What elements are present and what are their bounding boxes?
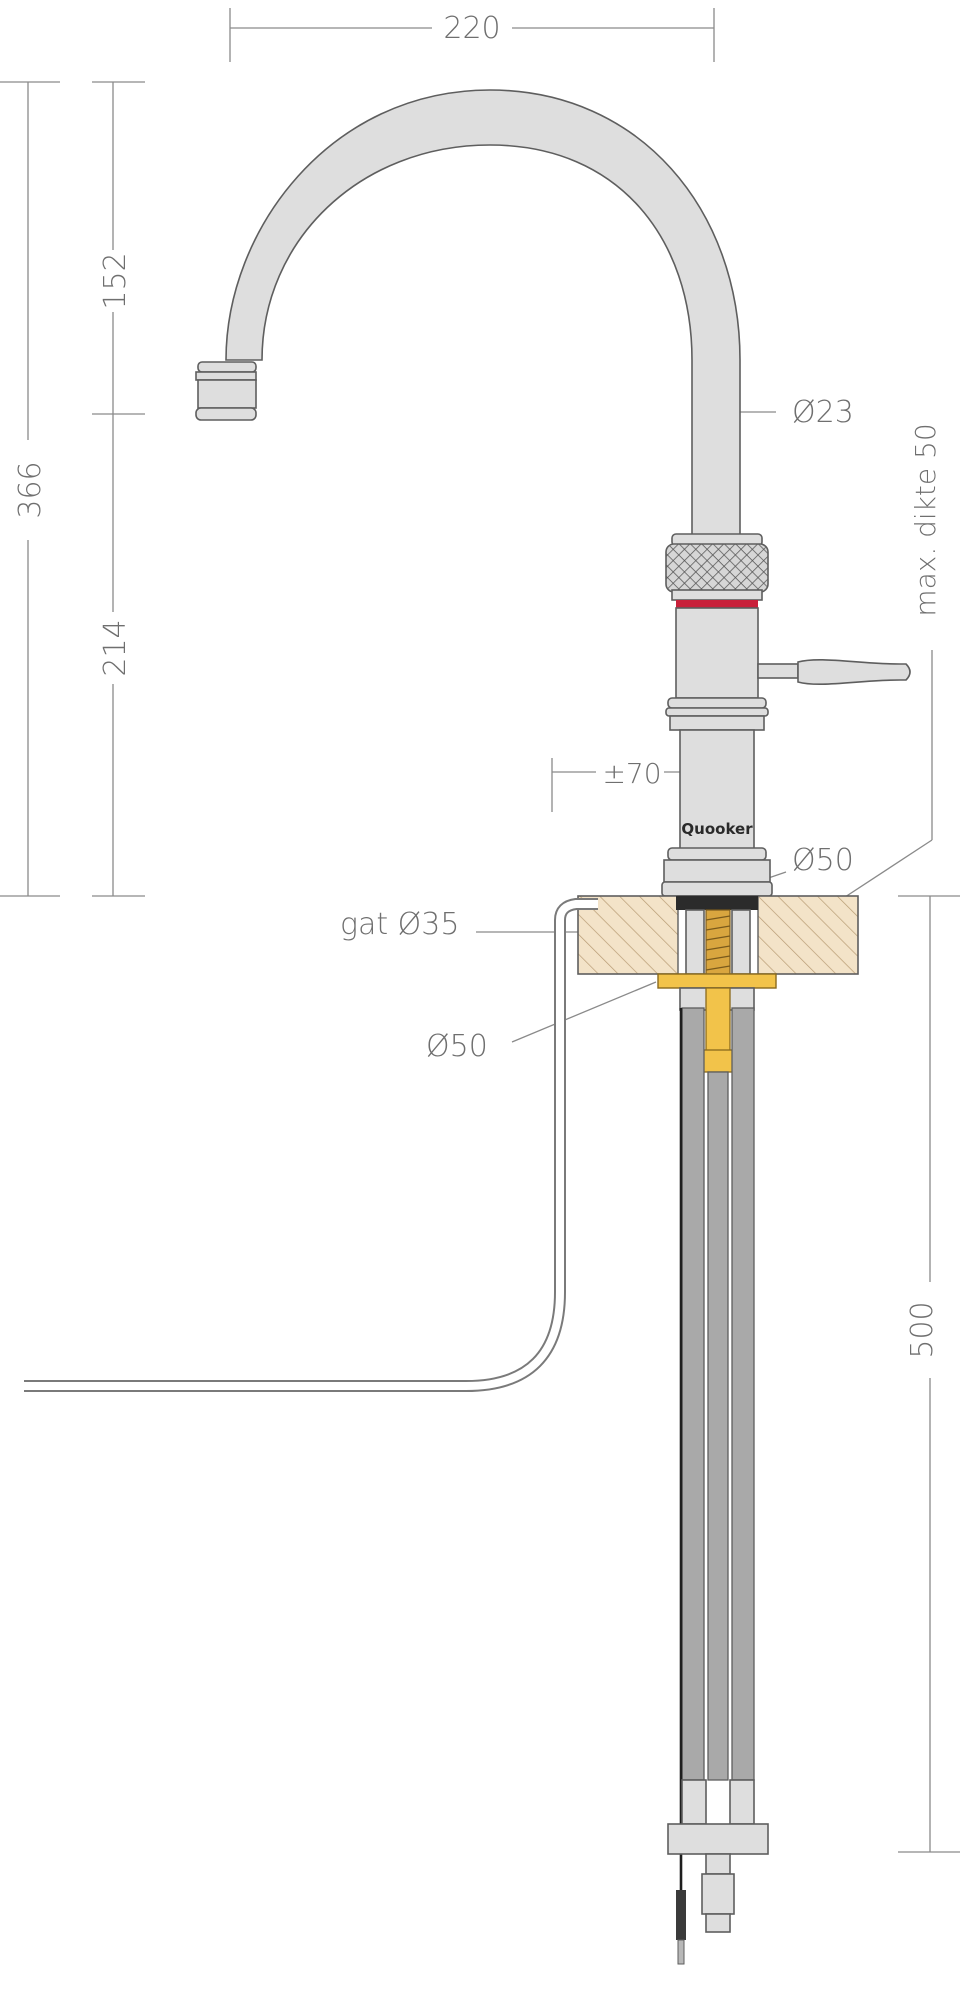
base-diameter-label: Ø50	[792, 843, 854, 878]
hose-length-label: 500	[905, 1301, 940, 1358]
width-top-label: 220	[443, 11, 500, 46]
faucet-handle	[757, 658, 911, 686]
total-height-label: 366	[13, 461, 48, 518]
upper-height-label: 152	[98, 252, 133, 309]
dimension-lines	[0, 8, 960, 1853]
lower-height-label: 214	[98, 619, 133, 676]
hole-label: gat Ø35	[340, 907, 459, 942]
mounting-assembly	[657, 896, 777, 1073]
dimension-labels: 220 366 152 214 Ø23 max. dikte 50 ±70 Ø5…	[13, 11, 942, 1359]
max-thickness-label: max. dikte 50	[909, 423, 942, 616]
spout-nozzle	[195, 361, 257, 421]
offset-label: ±70	[602, 757, 661, 790]
spout-diameter-label: Ø23	[792, 395, 854, 430]
faucet: Quooker	[195, 89, 911, 897]
brand-label: Quooker	[681, 820, 753, 838]
washer-diameter-label: Ø50	[426, 1029, 488, 1064]
hoses	[667, 1007, 769, 1965]
side-pipe	[24, 898, 598, 1392]
